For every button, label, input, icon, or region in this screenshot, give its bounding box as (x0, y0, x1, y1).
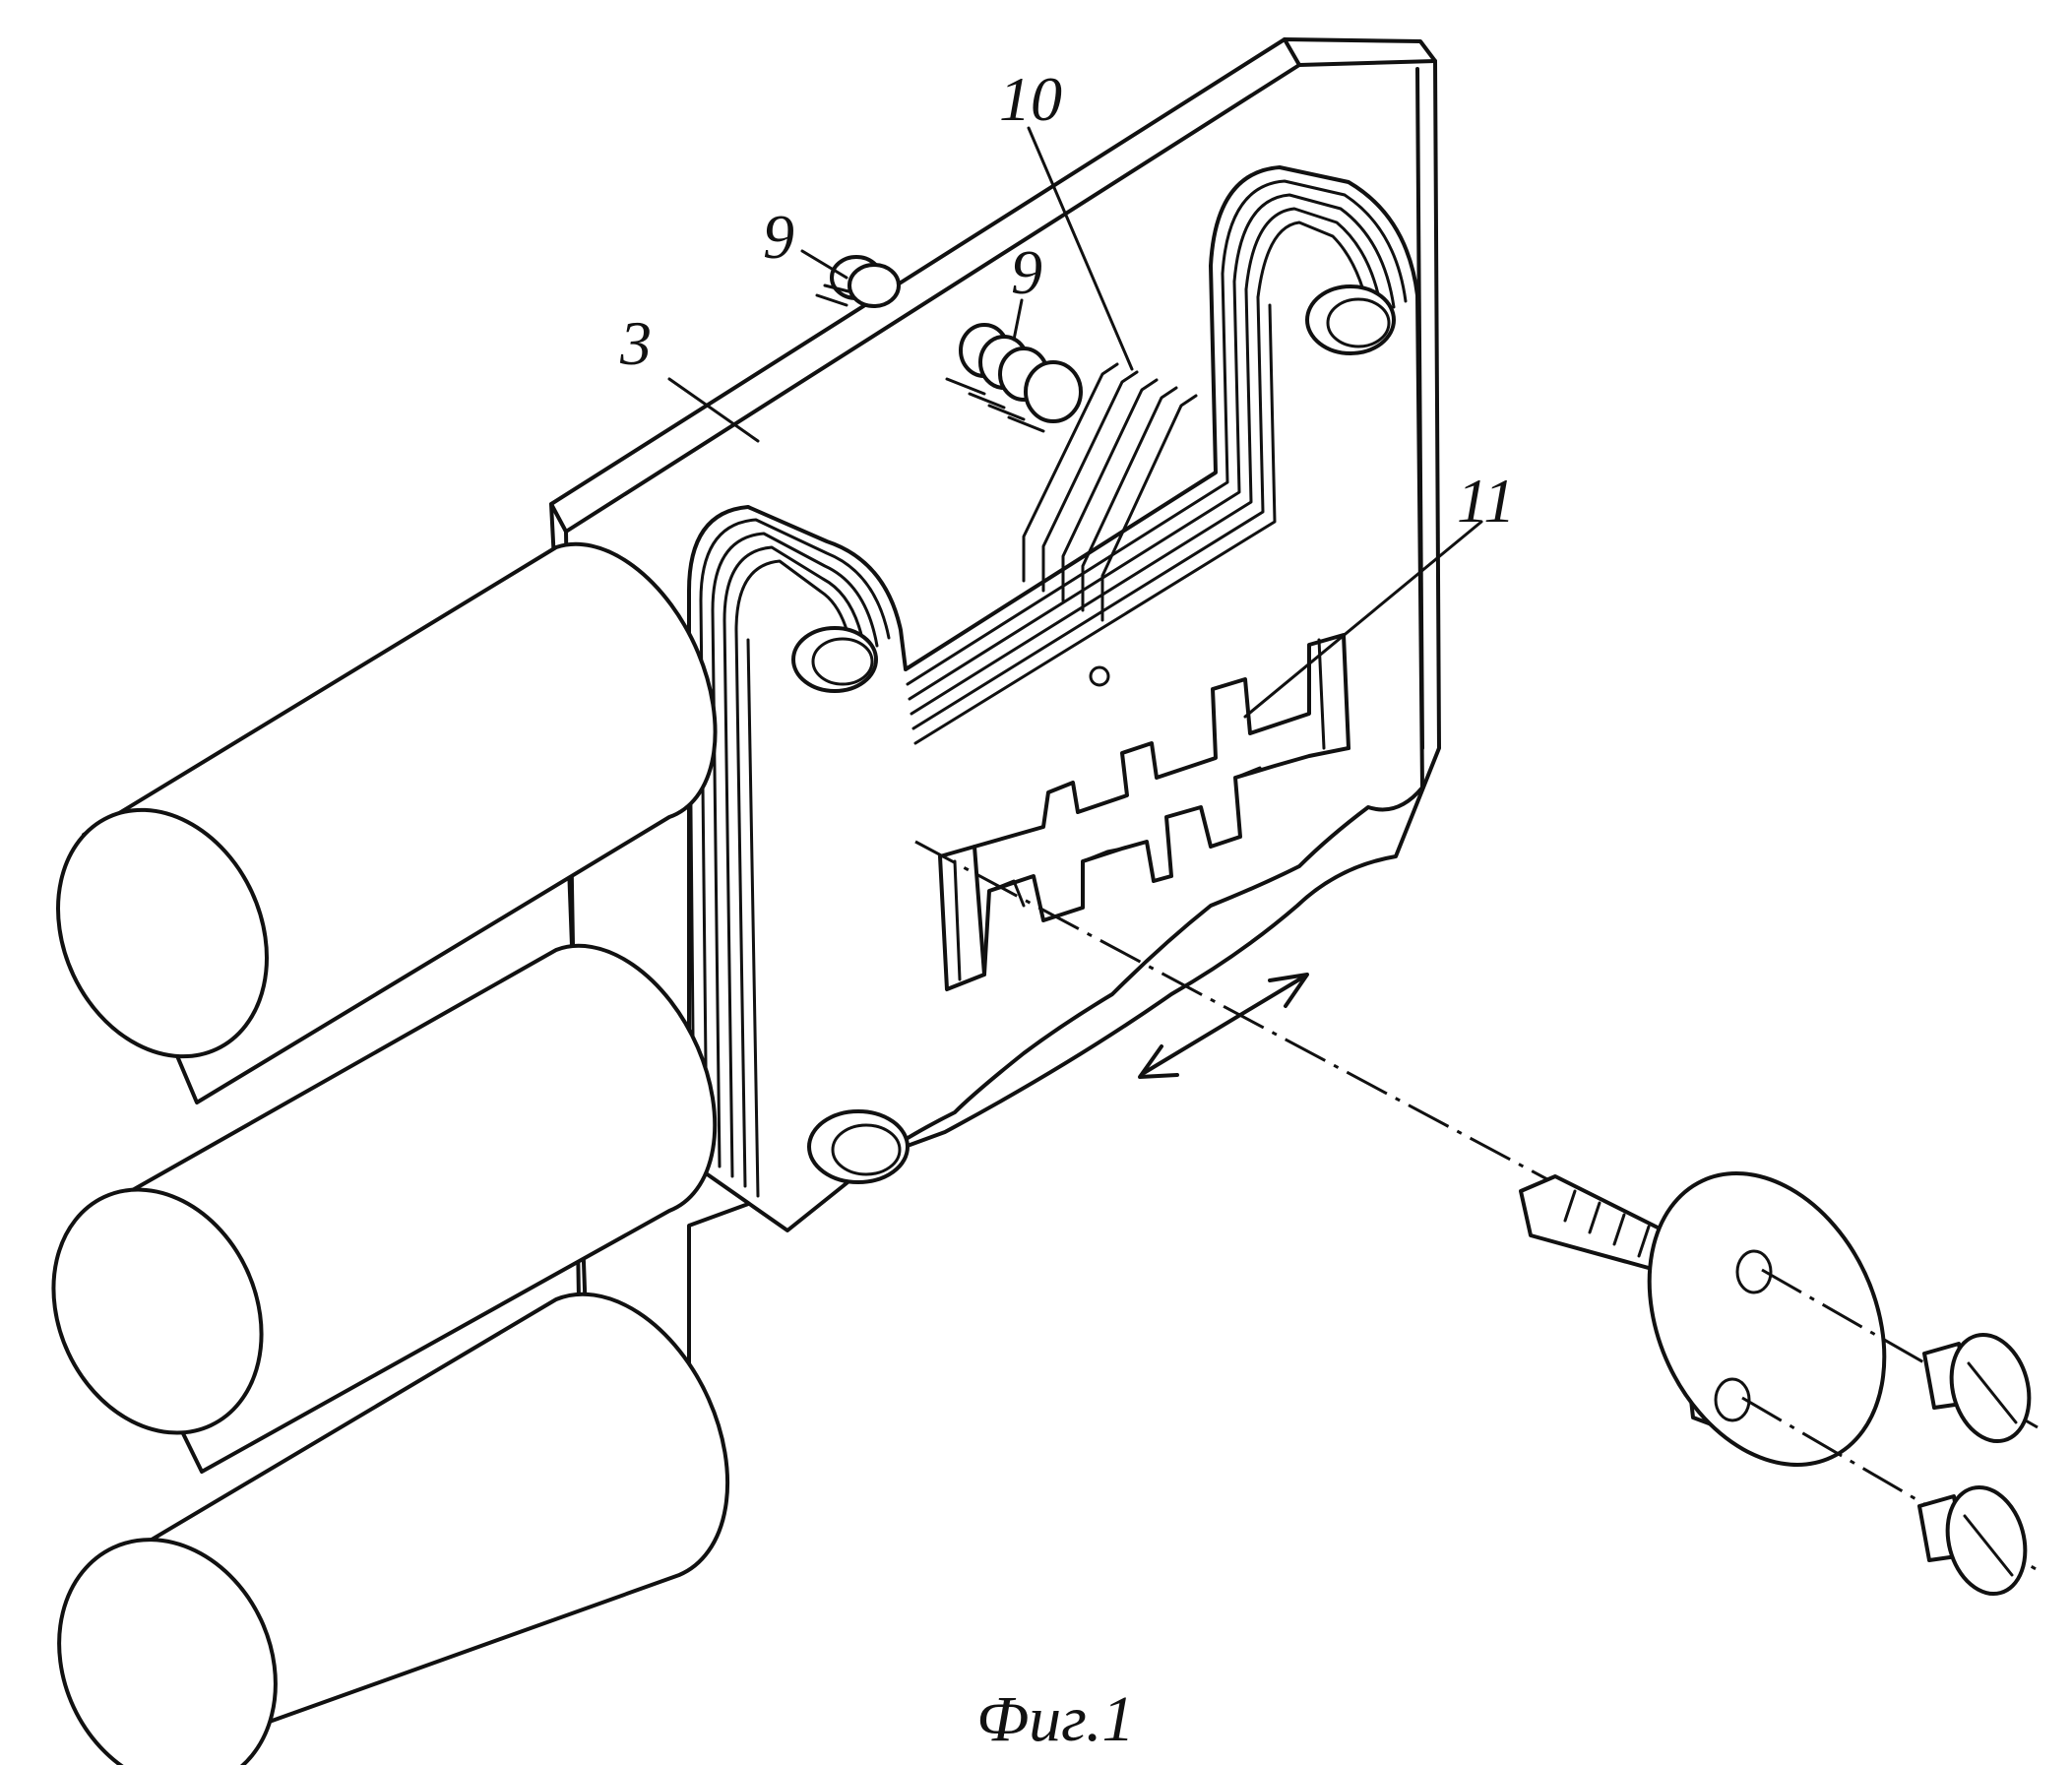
label-3: 3 (619, 308, 652, 378)
cylinder-middle (51, 943, 718, 1474)
rotor-plate (687, 165, 1424, 1232)
label-9-left: 9 (763, 202, 794, 272)
screw-axis-upper (1761, 1268, 2039, 1429)
screw-upper (1922, 1332, 2032, 1444)
double-arrow (1138, 973, 1309, 1079)
leader-lines (667, 126, 1483, 719)
axis-line (914, 840, 1561, 1188)
label-11: 11 (1457, 466, 1515, 536)
cylinder-top (56, 541, 718, 1104)
label-9-right: 9 (1011, 237, 1042, 307)
pins (815, 255, 1083, 433)
cylinder-bottom (57, 1292, 730, 1765)
key-disc (1647, 1171, 1887, 1467)
key-slot (938, 633, 1350, 991)
screw-lower (1917, 1484, 2028, 1597)
label-10: 10 (999, 64, 1062, 134)
figure-caption: Фиг.1 (976, 1683, 1134, 1755)
